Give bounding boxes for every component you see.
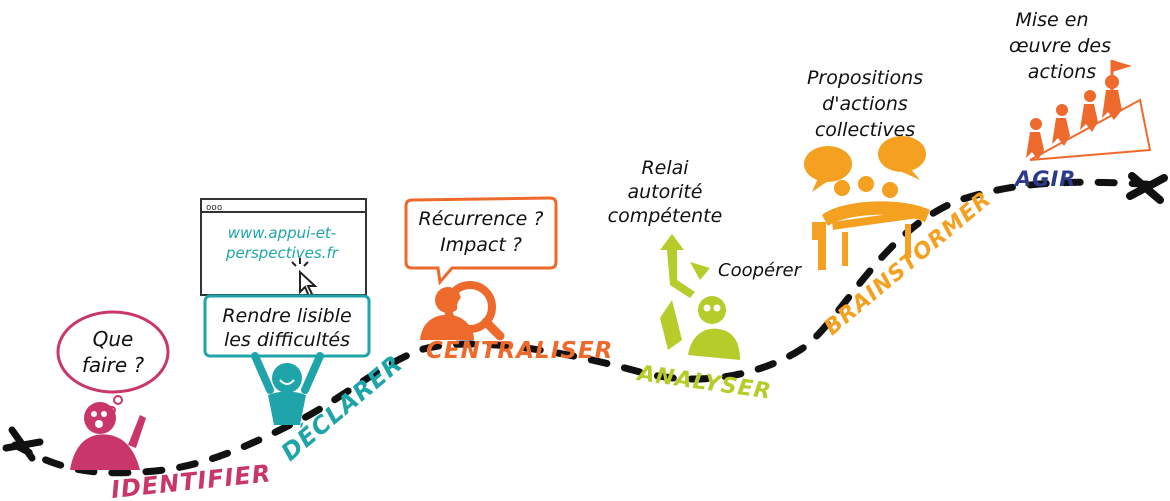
- magnifier-person-icon: [420, 281, 505, 341]
- website-url-line-2: perspectives.fr: [225, 244, 339, 262]
- meeting-table-icon: [804, 136, 930, 270]
- step-agir: AGIR: [1013, 167, 1076, 191]
- step-centraliser: CENTRALISER: [426, 338, 613, 364]
- browser-dots: ooo: [206, 203, 222, 213]
- mise-line-2: œuvre des: [1009, 35, 1111, 57]
- propositions-line-2: d'actions: [822, 93, 908, 115]
- propositions-line-3: collectives: [815, 119, 915, 141]
- propositions-line-1: Propositions: [807, 67, 923, 89]
- browser-window: ooo www.appui-et- perspectives.fr: [200, 198, 367, 296]
- identifier-thought-bubble: Que faire ?: [56, 310, 170, 414]
- worried-person-icon: [70, 402, 146, 470]
- bubble-line-2: faire ?: [82, 353, 145, 377]
- cross-end-icon: [1126, 172, 1168, 204]
- mise-line-1: Mise en: [1015, 9, 1088, 31]
- website-url-line-1: www.appui-et-: [228, 224, 336, 242]
- sign-line-2: les difficultés: [224, 329, 350, 351]
- centraliser-speech-bubble: Récurrence ? Impact ?: [404, 196, 558, 286]
- arrows-thinker-icon: [660, 234, 740, 360]
- centraliser-line-1: Récurrence ?: [419, 208, 544, 230]
- relai-line-3: compétente: [608, 205, 723, 227]
- relai-line-1: Relai: [641, 157, 689, 179]
- cross-start-icon: [2, 426, 44, 462]
- dashed-path: [11, 178, 1164, 477]
- sign-holder-icon: Rendre lisible les difficultés: [203, 294, 371, 425]
- step-analyser: ANALYSER: [634, 361, 773, 405]
- mise-line-3: actions: [1028, 61, 1096, 83]
- climbers-flag-icon: [1026, 60, 1152, 161]
- centraliser-line-2: Impact ?: [440, 234, 522, 256]
- cooperer-caption: Coopérer: [718, 260, 803, 281]
- relai-line-2: autorité: [628, 181, 703, 203]
- bubble-line-1: Que: [93, 327, 134, 351]
- sign-line-1: Rendre lisible: [222, 305, 351, 327]
